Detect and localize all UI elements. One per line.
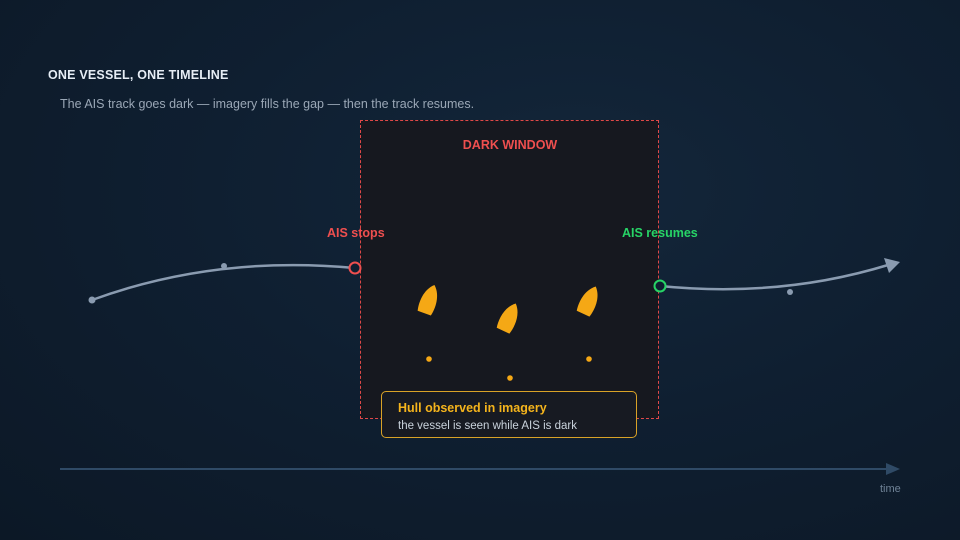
- imagery-callout: Hull observed in imagery the vessel is s…: [381, 391, 637, 438]
- vessel-hull-icon: [417, 284, 438, 316]
- page-subtitle: The AIS track goes dark — imagery fills …: [60, 97, 475, 111]
- ais-resumes-label: AIS resumes: [622, 226, 698, 240]
- callout-subtitle: the vessel is seen while AIS is dark: [398, 420, 577, 432]
- ais-resumes-marker: [653, 279, 667, 293]
- ais-stops-marker: [348, 261, 362, 275]
- ais-track-after: [659, 263, 889, 291]
- ais-track-before: [91, 263, 356, 302]
- time-axis-label: time: [880, 483, 901, 495]
- dark-window-box: [360, 120, 659, 419]
- hull-ground-point: [426, 356, 432, 362]
- hull-ground-point: [507, 375, 513, 381]
- page-title: ONE VESSEL, ONE TIMELINE: [48, 68, 229, 82]
- track-point-icon: [221, 263, 227, 269]
- callout-title: Hull observed in imagery: [398, 401, 547, 415]
- vessel-hull-icon: [576, 286, 598, 317]
- time-axis-arrow-icon: [886, 463, 900, 475]
- hull-ground-point: [586, 356, 592, 362]
- track-arrow-head-icon: [884, 258, 900, 273]
- track-point-icon: [787, 289, 793, 295]
- track-point-icon: [88, 296, 96, 304]
- dark-window-label: DARK WINDOW: [462, 138, 558, 152]
- ais-stops-label: AIS stops: [327, 226, 385, 240]
- vessel-hull-icon: [496, 303, 518, 334]
